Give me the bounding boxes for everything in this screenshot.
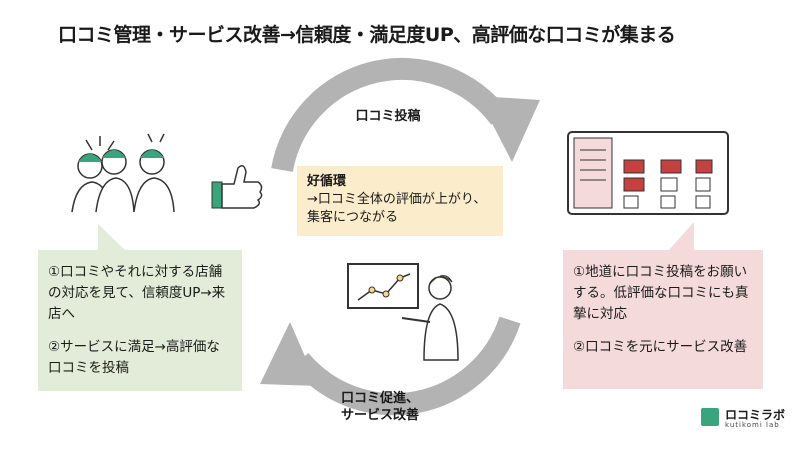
cycle-bottom-label-line1: 口コミ促進、 — [340, 391, 419, 406]
logo-subtitle: kutikomi lab — [725, 421, 780, 429]
bottom-cycle-arrow — [291, 316, 521, 416]
left-callout-tail — [98, 224, 126, 251]
thumbs-up-icon — [211, 165, 263, 209]
people-group-icon — [71, 133, 263, 213]
store-callout: ①地道に口コミ投稿をお願いする。低評価な口コミにも真摯に対応 ②口コミを元にサー… — [563, 250, 763, 389]
top-cycle-arrow — [271, 57, 509, 173]
virtuous-cycle-heading: 好循環 — [307, 174, 347, 189]
presenter-chart-icon — [347, 263, 459, 361]
review-screen-icon — [567, 131, 729, 215]
logo-mark-icon — [701, 408, 719, 426]
customer-callout: ①口コミやそれに対する店舗の対応を見て、信頼度UP→来店へ ②サービスに満足→高… — [38, 250, 242, 391]
cycle-top-label: 口コミ投稿 — [355, 109, 421, 124]
bottom-arrowhead — [260, 322, 318, 386]
right-callout-tail — [668, 222, 694, 251]
customer-point-1: ①口コミやそれに対する店舗の対応を見て、信頼度UP→来店へ — [48, 264, 226, 322]
virtuous-cycle-body: →口コミ全体の評価が上がり、 集客につながる — [307, 192, 487, 225]
cycle-bottom-label-line2: サービス改善 — [340, 408, 419, 423]
top-arrowhead — [478, 96, 540, 162]
logo-name: ロコミラボ — [725, 408, 786, 422]
cycle-bottom-label: 口コミ促進、 サービス改善 — [320, 390, 440, 424]
store-point-1: ①地道に口コミ投稿をお願いする。低評価な口コミにも真摯に対応 — [573, 264, 749, 322]
page-title: 口コミ管理・サービス改善→信頼度・満足度UP、高評価な口コミが集まる — [58, 24, 676, 46]
store-point-2: ②口コミを元にサービス改善 — [573, 339, 748, 355]
virtuous-cycle-box: 好循環 →口コミ全体の評価が上がり、 集客につながる — [297, 166, 503, 236]
brand-logo: ロコミラボ kutikomi lab — [701, 404, 791, 434]
customer-point-2: ②サービスに満足→高評価な口コミを投稿 — [48, 339, 220, 376]
